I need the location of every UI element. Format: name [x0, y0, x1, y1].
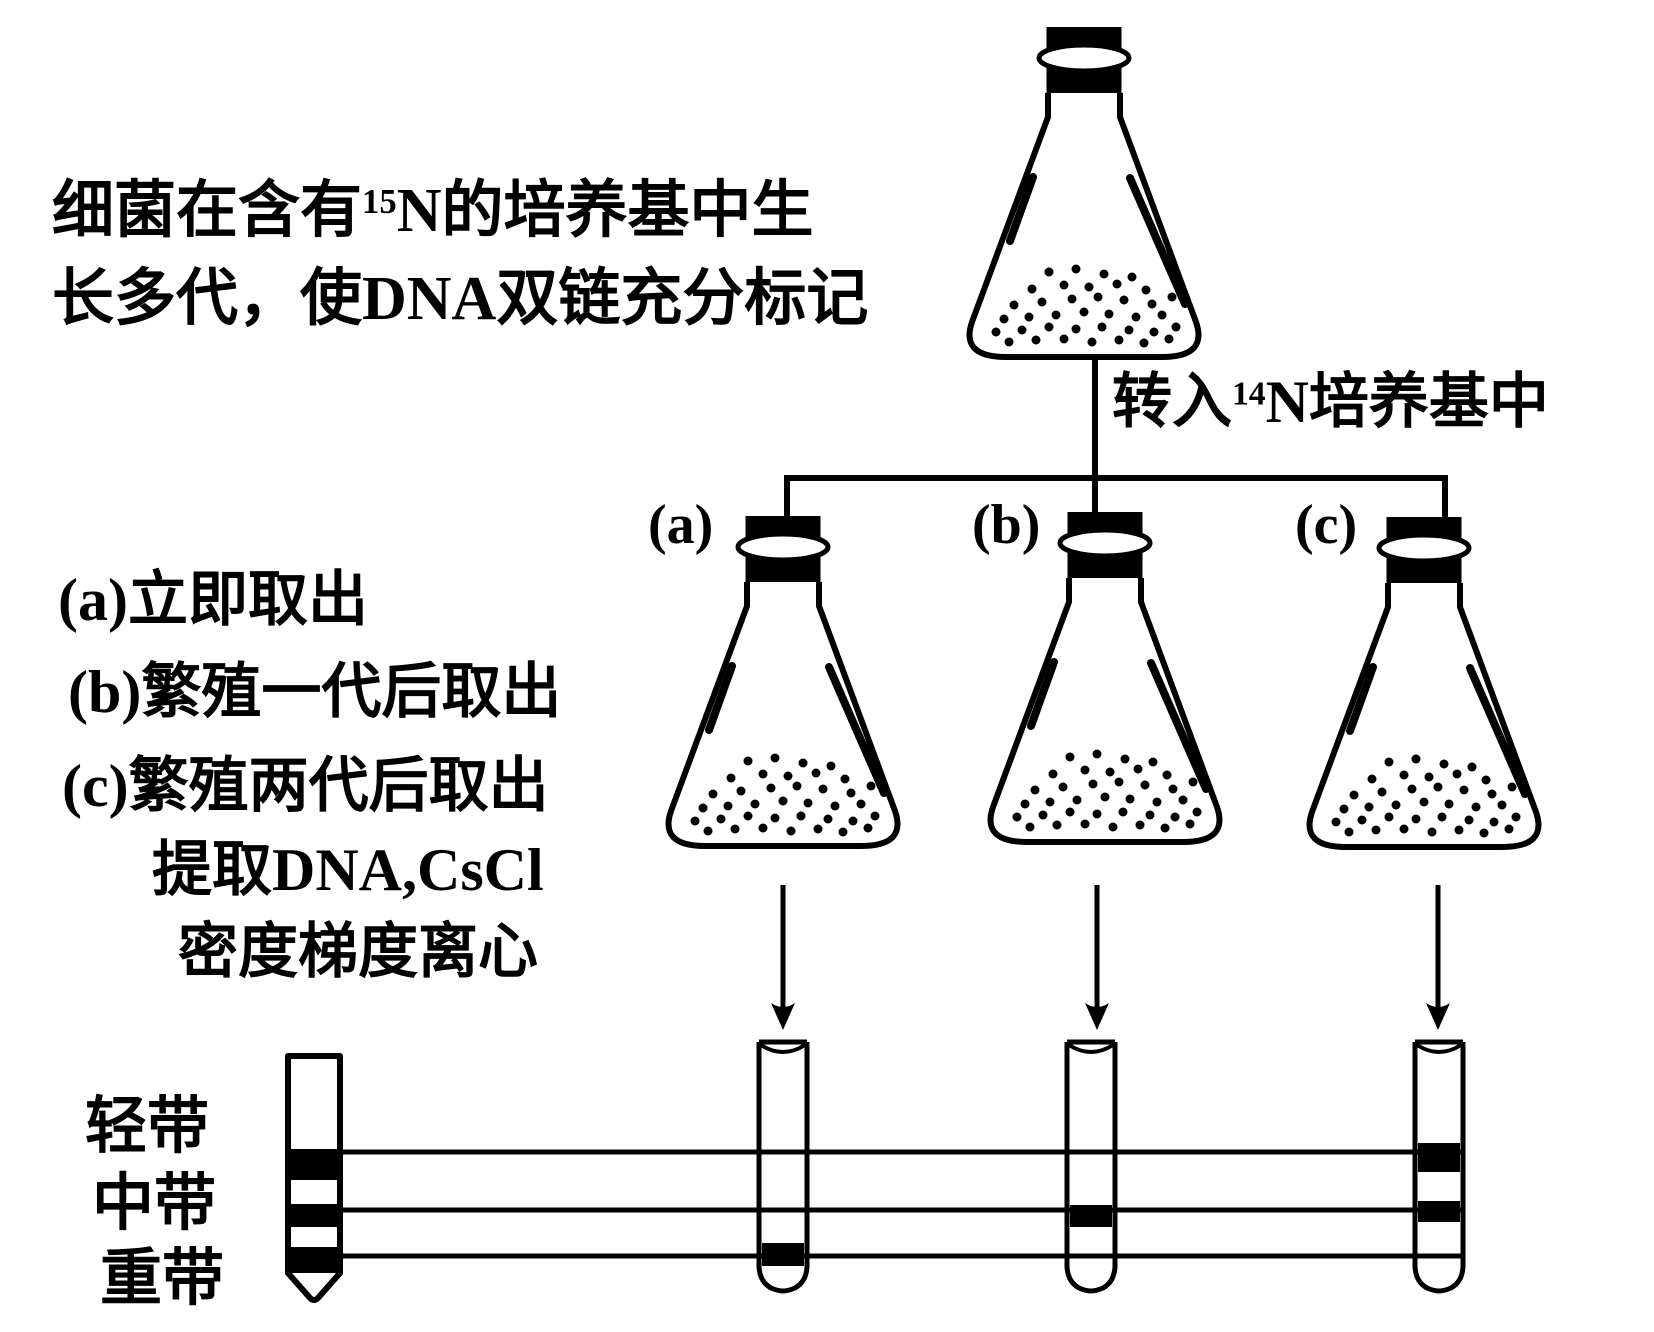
flask-label-a: (a) — [648, 494, 714, 556]
procedure-line-extract: 提取DNA,CsCl — [152, 837, 544, 903]
flask-b — [991, 512, 1220, 842]
intro-line1-pre: 细菌在含有 — [52, 177, 363, 245]
culture-flask-15n — [970, 27, 1199, 357]
intro-line2-text: 长多代，使DNA双链充分标记 — [52, 265, 869, 333]
dna-band-heavy — [290, 1247, 338, 1273]
procedure-line-a: (a)立即取出 — [58, 567, 368, 633]
isotope-14-superscript: 14 — [1232, 375, 1266, 413]
procedure-line-centrifuge: 密度梯度离心 — [178, 919, 538, 985]
flask-label-c: (c) — [1295, 494, 1358, 556]
transfer-post: N培养基中 — [1265, 369, 1549, 435]
intro-text-line2: 长多代，使DNA双链充分标记 — [52, 268, 868, 330]
flask-c — [1310, 517, 1539, 847]
band-level-lines — [340, 1149, 1463, 1259]
arrow-c — [1426, 885, 1450, 1030]
transfer-label: 转入14N培养基中 — [1112, 372, 1549, 432]
branch-line — [784, 475, 1448, 520]
isotope-15-superscript: 15 — [362, 181, 397, 221]
arrow-a — [771, 885, 795, 1030]
procedure-line-b: (b)繁殖一代后取出 — [68, 659, 562, 725]
band-label-heavy: 重带 — [100, 1245, 225, 1313]
dna-band-middle — [290, 1204, 338, 1227]
band-label-middle: 中带 — [92, 1170, 217, 1238]
band-label-light: 轻带 — [85, 1093, 210, 1161]
flask-label-b: (b) — [972, 494, 1041, 556]
flask-a — [669, 516, 898, 846]
arrow-b — [1085, 885, 1109, 1030]
transfer-connector — [784, 354, 1448, 520]
intro-text-line1: 细菌在含有15N的培养基中生 — [52, 180, 814, 242]
dna-band-light — [290, 1149, 338, 1180]
procedure-line-c: (c)繁殖两代后取出 — [62, 753, 549, 819]
reference-tube — [285, 1053, 343, 1303]
dna-band — [1418, 1143, 1460, 1172]
intro-line1-post: N的培养基中生 — [396, 177, 814, 245]
transfer-pre: 转入 — [1112, 369, 1232, 435]
